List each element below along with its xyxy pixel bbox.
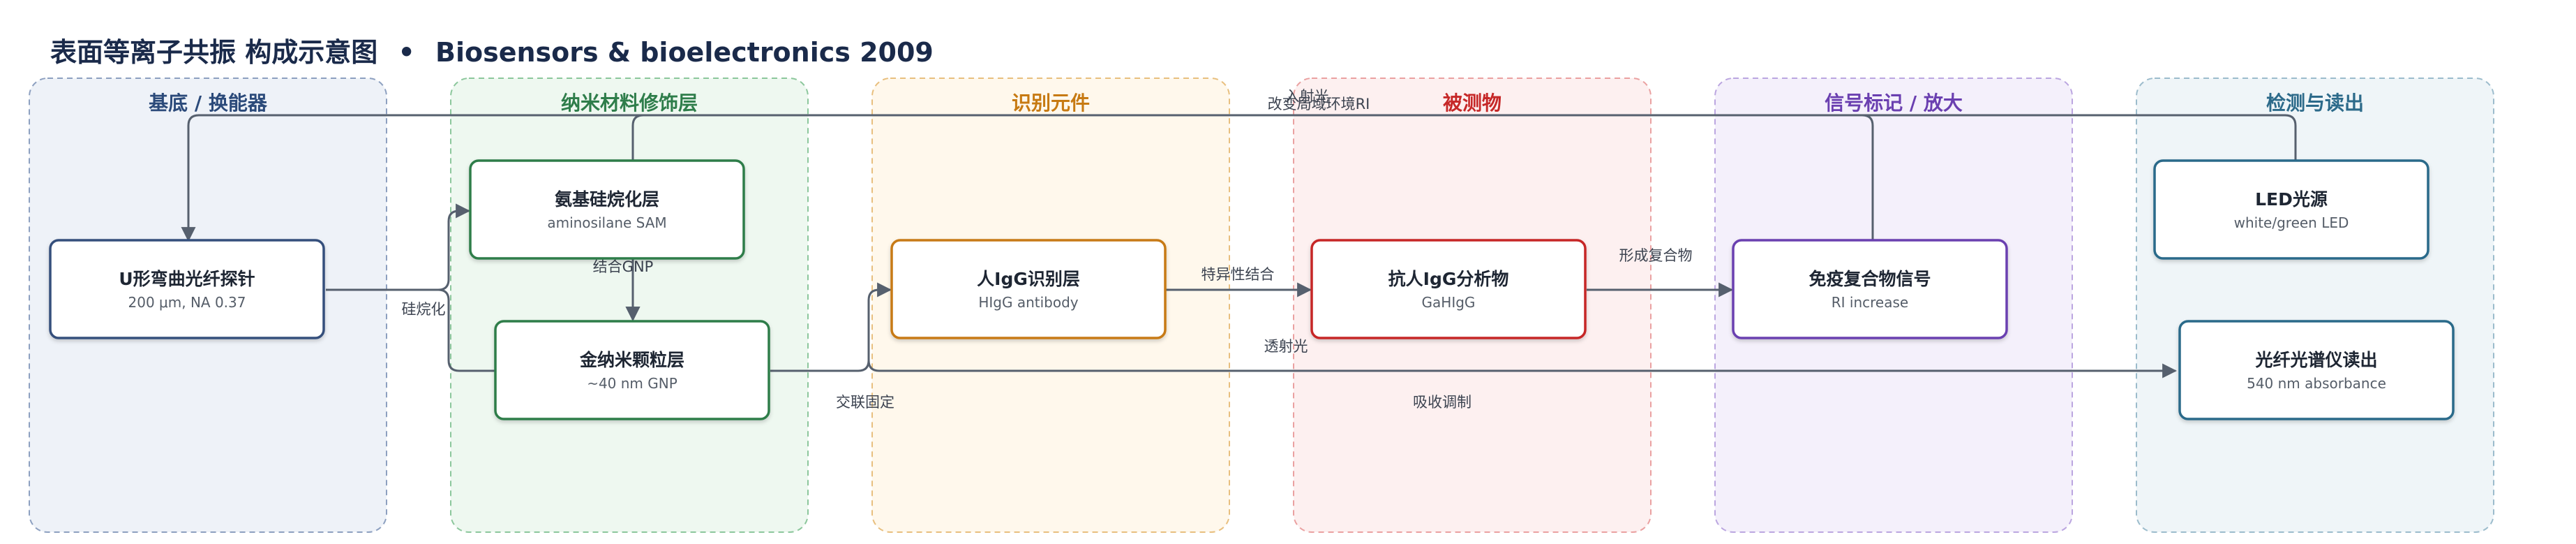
edge-gnp-higg <box>770 282 892 372</box>
edge-label-probe-sam: 硅烷化 <box>402 301 446 318</box>
node-gahigg-title: 抗人IgG分析物 <box>1388 269 1509 289</box>
edge-label-higg-gahigg: 特异性结合 <box>1201 266 1275 283</box>
edge-complex-gnp <box>625 114 1874 322</box>
edge-label-gnp-higg: 交联固定 <box>836 394 894 411</box>
edge-label-sam-gnp: 结合GNP <box>593 258 654 275</box>
edge-probe-gnp-branch <box>437 288 495 372</box>
node-complex-subtitle: RI increase <box>1832 294 1908 311</box>
node-spectro-title: 光纤光谱仪读出 <box>2254 350 2377 370</box>
node-complex-title: 免疫复合物信号 <box>1809 269 1931 289</box>
node-spectro-box <box>2178 320 2455 420</box>
node-higg-title: 人IgG识别层 <box>977 269 1080 289</box>
lane-nano: 纳米材料修饰层 <box>450 78 809 533</box>
lane-recog-label: 识别元件 <box>1012 91 1090 115</box>
node-spectro-subtitle: 540 nm absorbance <box>2247 375 2386 392</box>
node-complex-box <box>1732 239 2008 339</box>
lane-nano-label: 纳米材料修饰层 <box>561 91 698 115</box>
node-sam-subtitle: aminosilane SAM <box>547 214 666 231</box>
lane-nano-box <box>450 78 809 533</box>
edge-label-complex-gnp: 改变局域环境RI <box>1268 96 1370 112</box>
node-sam: 氨基硅烷化层 aminosilane SAM <box>469 159 745 260</box>
node-sam-box <box>469 159 745 260</box>
edges <box>181 114 2297 378</box>
node-spectro: 光纤光谱仪读出 540 nm absorbance <box>2178 320 2455 420</box>
node-gnp-title: 金纳米颗粒层 <box>579 350 684 370</box>
node-probe-box <box>49 239 325 339</box>
edge-gnp-spectro <box>867 360 2178 378</box>
node-led-subtitle: white/green LED <box>2234 214 2349 231</box>
node-sam-title: 氨基硅烷化层 <box>555 189 659 209</box>
node-higg: 人IgG识别层 HIgG antibody <box>890 239 1167 339</box>
lane-readout: 检测与读出 <box>2136 78 2494 533</box>
lane-readout-box <box>2136 78 2494 533</box>
node-probe-subtitle: 200 μm, NA 0.37 <box>128 294 246 311</box>
diagram-title: 表面等离子共振 构成示意图 • Biosensors & bioelectron… <box>50 37 934 68</box>
lane-readout-label: 检测与读出 <box>2266 91 2364 115</box>
node-gahigg-box <box>1310 239 1587 339</box>
node-probe: U形弯曲光纤探针 200 μm, NA 0.37 <box>49 239 325 339</box>
node-led-title: LED光源 <box>2255 189 2328 209</box>
lane-analyte-label: 被测物 <box>1443 91 1502 115</box>
node-probe-title: U形弯曲光纤探针 <box>119 269 255 289</box>
node-gnp: 金纳米颗粒层 ~40 nm GNP <box>494 320 770 420</box>
node-gahigg-subtitle: GaHIgG <box>1422 294 1476 311</box>
edge-probe-sam <box>326 203 471 291</box>
node-complex: 免疫复合物信号 RI increase <box>1732 239 2008 339</box>
edge-labels: 入射光 改变局域环境RI 硅烷化 结合GNP 交联固定 特异性结合 形成复合物 … <box>402 88 1693 411</box>
node-higg-subtitle: HIgG antibody <box>978 294 1078 311</box>
edge-label-led-probe: 入射光 <box>1285 88 1329 105</box>
lane-signal-label: 信号标记 / 放大 <box>1825 91 1963 115</box>
node-gnp-subtitle: ~40 nm GNP <box>587 375 677 392</box>
node-led-box <box>2153 159 2429 260</box>
node-higg-box <box>890 239 1167 339</box>
edge-label-absorb: 吸收调制 <box>1413 394 1472 411</box>
edge-label-gahigg-complex: 形成复合物 <box>1619 247 1693 264</box>
edge-label-gnp-spectro: 透射光 <box>1264 338 1308 355</box>
node-led: LED光源 white/green LED <box>2153 159 2429 260</box>
node-gnp-box <box>494 320 770 420</box>
lane-substrate-label: 基底 / 换能器 <box>149 91 268 115</box>
node-gahigg: 抗人IgG分析物 GaHIgG <box>1310 239 1587 339</box>
